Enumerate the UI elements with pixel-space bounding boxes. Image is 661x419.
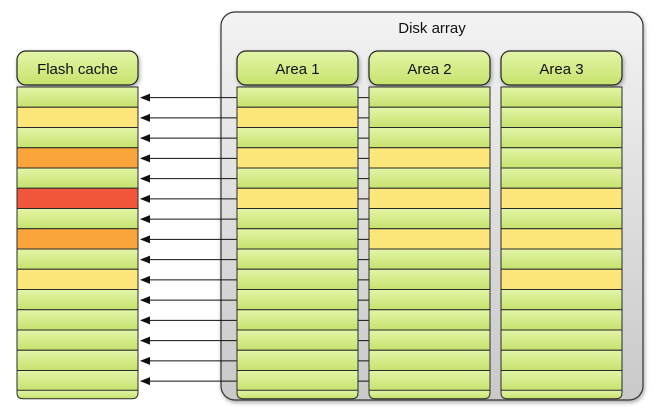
area-column-base bbox=[368, 389, 491, 400]
area-cell bbox=[368, 329, 491, 351]
flash-cache-cell bbox=[16, 329, 139, 351]
area-cell bbox=[500, 289, 623, 311]
area-1: Area 1 bbox=[236, 50, 359, 400]
area-cell bbox=[368, 106, 491, 128]
area-header bbox=[500, 50, 623, 86]
area-title: Area 2 bbox=[407, 61, 451, 78]
area-cell bbox=[236, 370, 359, 392]
area-cell bbox=[236, 127, 359, 149]
area-cell bbox=[500, 187, 623, 209]
area-cell bbox=[500, 248, 623, 270]
area-title: Area 1 bbox=[275, 61, 319, 78]
area-cell bbox=[368, 86, 491, 108]
disk-array-title: Disk array bbox=[398, 20, 466, 37]
area-cell bbox=[368, 248, 491, 270]
area-cell bbox=[500, 208, 623, 230]
area-cell bbox=[368, 127, 491, 149]
flash-cache-cell bbox=[16, 106, 139, 128]
flash-cache-cell bbox=[16, 289, 139, 311]
area-cell bbox=[368, 268, 491, 290]
area-cell bbox=[368, 370, 491, 392]
flash-cache-title: Flash cache bbox=[37, 61, 118, 78]
area-cell bbox=[368, 228, 491, 250]
area-cell bbox=[368, 309, 491, 331]
flash-cache-cell bbox=[16, 228, 139, 250]
area-cell bbox=[236, 208, 359, 230]
area-cell bbox=[236, 187, 359, 209]
area-cell bbox=[500, 228, 623, 250]
area-cell bbox=[236, 106, 359, 128]
area-cell bbox=[500, 309, 623, 331]
flash-cache-cell bbox=[16, 187, 139, 209]
area-header bbox=[236, 50, 359, 86]
area-cell bbox=[236, 167, 359, 189]
area-cell bbox=[236, 349, 359, 371]
area-cell bbox=[368, 349, 491, 371]
flash-cache-cell bbox=[16, 147, 139, 169]
flash-cache-cell bbox=[16, 248, 139, 270]
flash-cache-cell bbox=[16, 127, 139, 149]
flash-cache-cell bbox=[16, 86, 139, 108]
area-cell bbox=[368, 167, 491, 189]
area-column-base bbox=[236, 389, 359, 400]
disk-areas: Area 1 Area 2 Area 3 bbox=[236, 50, 623, 400]
area-cell bbox=[500, 329, 623, 351]
area-cell bbox=[500, 349, 623, 371]
area-cell bbox=[500, 167, 623, 189]
flash-cache-cell bbox=[16, 268, 139, 290]
area-cell bbox=[236, 329, 359, 351]
area-cell bbox=[236, 268, 359, 290]
area-cell bbox=[236, 228, 359, 250]
area-cell bbox=[500, 127, 623, 149]
area-cell bbox=[368, 187, 491, 209]
area-cell bbox=[500, 370, 623, 392]
area-cell bbox=[500, 106, 623, 128]
area-cell bbox=[368, 208, 491, 230]
area-3: Area 3 bbox=[500, 50, 623, 400]
flash-cache-column-base bbox=[16, 389, 139, 400]
flash-cache-cell bbox=[16, 370, 139, 392]
flash-cache-header bbox=[16, 50, 139, 86]
area-column-base bbox=[500, 389, 623, 400]
flash-cache-cell bbox=[16, 167, 139, 189]
area-header bbox=[368, 50, 491, 86]
area-cell bbox=[368, 147, 491, 169]
flash-cache-cell bbox=[16, 309, 139, 331]
area-cell bbox=[368, 289, 491, 311]
area-title: Area 3 bbox=[539, 61, 583, 78]
area-2: Area 2 bbox=[368, 50, 491, 400]
flash-cache-cell bbox=[16, 208, 139, 230]
area-cell bbox=[236, 147, 359, 169]
area-cell bbox=[236, 86, 359, 108]
area-cell bbox=[500, 86, 623, 108]
flash-cache: Flash cache bbox=[16, 50, 139, 400]
area-cell bbox=[500, 268, 623, 290]
area-cell bbox=[236, 248, 359, 270]
area-cell bbox=[236, 289, 359, 311]
area-cell bbox=[500, 147, 623, 169]
area-cell bbox=[236, 309, 359, 331]
flash-cache-cell bbox=[16, 349, 139, 371]
